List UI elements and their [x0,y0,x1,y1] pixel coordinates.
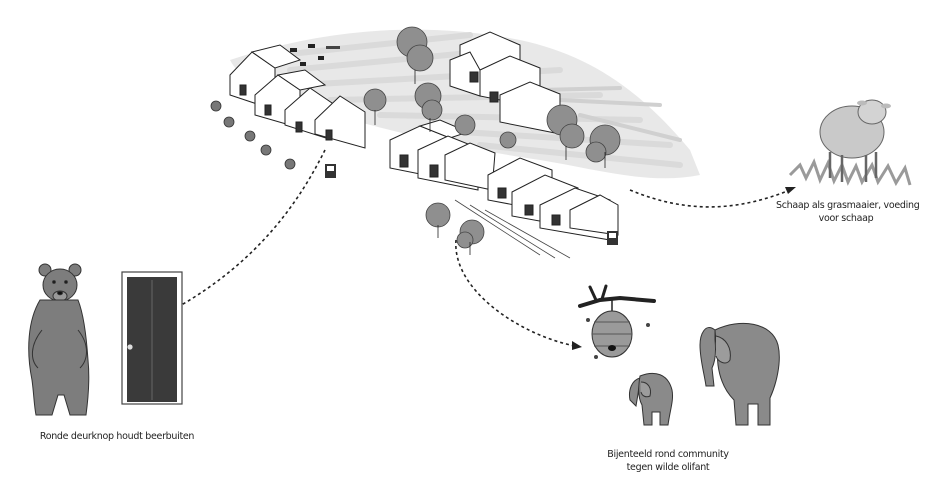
bear-caption-line: Ronde deurknop houdt beerbuiten [39,431,195,442]
door-icon [121,271,183,405]
tree-icon [546,104,585,160]
tree-icon [414,82,443,132]
beehive-icon [578,284,656,359]
bear-caption: Ronde deurknop houdt beerbuiten [32,430,202,443]
elephant-figure [629,372,673,426]
houses-left [229,44,366,149]
arrow-to-sheep [629,189,791,208]
trees [363,26,621,255]
bees-caption-line: tegen wilde olifant [626,462,710,473]
houses-middle [389,119,496,191]
houses-bottom [454,157,619,259]
tree-icon [363,88,387,125]
tree-icon [499,131,517,149]
tree-icon [425,202,451,238]
sheep-figure [788,99,912,187]
arrow-head-sheep [785,187,796,194]
elephant-figure [699,322,780,426]
bear-figure [28,263,90,416]
tree-icon [396,26,434,84]
sheep-caption-line: Schaap als grasmaaier, voeding [776,200,920,211]
tree-icon [456,219,485,255]
tree-icon [454,114,476,136]
arrow-to-bees [455,239,576,347]
tree-icon [585,124,621,168]
bees-caption: Bijenteeld rond community tegen wilde ol… [598,448,738,474]
bin-icon [325,164,336,178]
arrow-to-door [177,149,326,308]
arrow-head-bees [572,341,582,350]
sheep-caption: Schaap als grasmaaier, voeding voor scha… [776,199,920,225]
bees-caption-line: Bijenteeld rond community [607,449,729,460]
door-knob-icon [127,344,133,350]
cattle-group [290,44,340,66]
bin-icon [607,231,618,245]
sheep-caption-line: voor schaap [818,213,874,224]
houses-top [449,31,561,135]
shrubs-left [210,100,296,170]
